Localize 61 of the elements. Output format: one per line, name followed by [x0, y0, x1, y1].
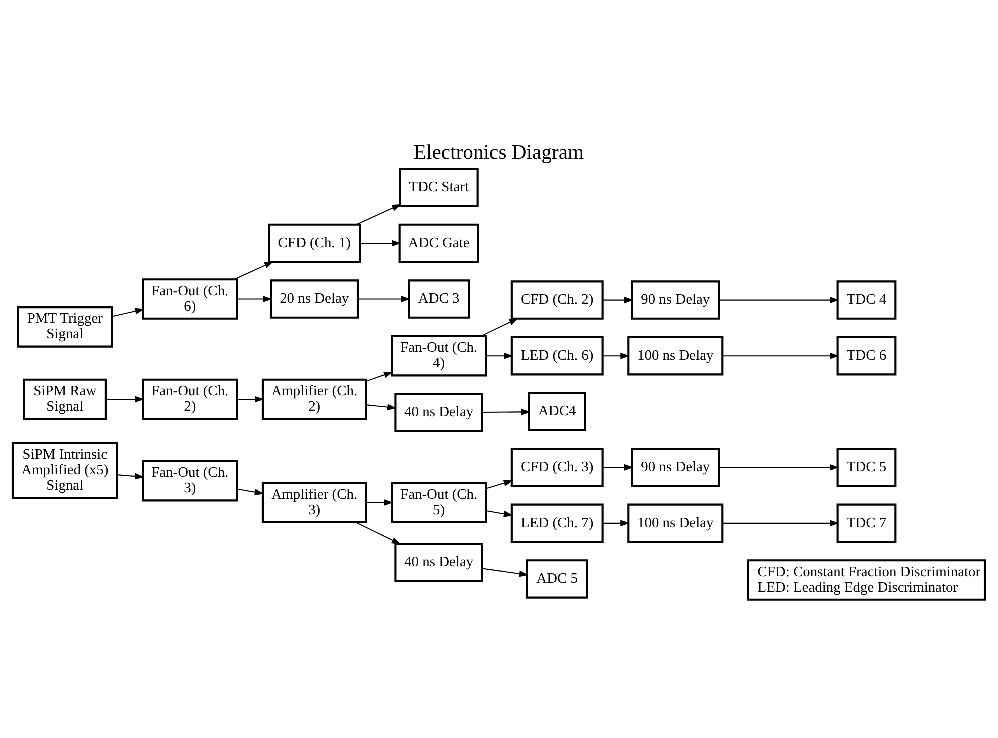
node-box: ADC 3: [408, 280, 470, 319]
arrow: [366, 500, 394, 506]
arrow: [603, 464, 634, 471]
node-box: LED (Ch. 6): [510, 336, 604, 376]
arrow: [366, 404, 397, 411]
node-box: SiPM Intrinsic Amplified (x5) Signal: [12, 442, 118, 500]
node-box: Fan-Out (Ch. 6): [142, 278, 238, 320]
node-box: 90 ns Delay: [631, 448, 720, 488]
node-box: Amplifier (Ch. 2): [262, 378, 368, 420]
arrow: [356, 522, 402, 545]
node-box: TDC Start: [399, 168, 479, 208]
diagram-title: Electronics Diagram: [414, 142, 584, 164]
node-box: PMT Trigger Signal: [17, 306, 114, 348]
node-box: TDC 5: [836, 448, 897, 488]
arrow: [722, 520, 840, 527]
node-box: 90 ns Delay: [631, 280, 720, 320]
arrow: [722, 352, 840, 360]
arrow: [358, 296, 411, 303]
node-box: Fan-Out (Ch. 2): [142, 378, 238, 420]
node-box: LED (Ch. 7): [510, 504, 604, 544]
arrow: [366, 372, 394, 382]
arrow: [234, 262, 274, 280]
node-box: Fan-Out (Ch. 4): [391, 335, 488, 377]
arrow: [482, 408, 531, 416]
node-box: 20 ns Delay: [270, 280, 360, 319]
node-box: CFD (Ch. 3): [510, 448, 604, 488]
arrow: [112, 308, 145, 318]
arrow: [719, 297, 840, 304]
node-box: ADC Gate: [398, 224, 480, 264]
node-box: 40 ns Delay: [394, 393, 484, 433]
arrow: [486, 480, 514, 490]
node-box: Fan-Out (Ch. 3): [142, 460, 238, 502]
arrow: [237, 488, 264, 496]
arrow: [719, 464, 840, 471]
arrow: [486, 510, 514, 518]
arrow: [603, 520, 630, 527]
node-box: CFD: Constant Fraction Discriminator LED: Leading Edge Discriminator: [747, 560, 986, 601]
node-box: CFD (Ch. 2): [510, 280, 604, 320]
node-box: SiPM Raw Signal: [23, 378, 107, 420]
arrow: [482, 568, 529, 578]
arrow: [356, 204, 402, 226]
arrow: [106, 396, 145, 403]
arrow: [603, 297, 634, 304]
node-box: ADC4: [528, 392, 586, 432]
node-box: Fan-Out (Ch. 5): [391, 482, 488, 524]
node-box: Amplifier (Ch. 3): [262, 482, 368, 524]
node-box: TDC 6: [836, 336, 897, 376]
arrow: [486, 352, 514, 360]
node-box: 100 ns Delay: [628, 504, 724, 544]
node-box: CFD (Ch. 1): [268, 224, 362, 264]
arrow: [237, 296, 272, 303]
node-box: 40 ns Delay: [394, 543, 484, 582]
arrow: [603, 352, 630, 360]
node-box: 100 ns Delay: [628, 336, 724, 376]
arrow: [480, 318, 519, 337]
node-box: TDC 4: [836, 280, 897, 320]
arrow: [360, 240, 402, 247]
node-box: ADC 5: [526, 560, 588, 599]
arrow: [237, 396, 264, 403]
node-box: TDC 7: [836, 504, 897, 544]
arrow: [118, 473, 145, 480]
